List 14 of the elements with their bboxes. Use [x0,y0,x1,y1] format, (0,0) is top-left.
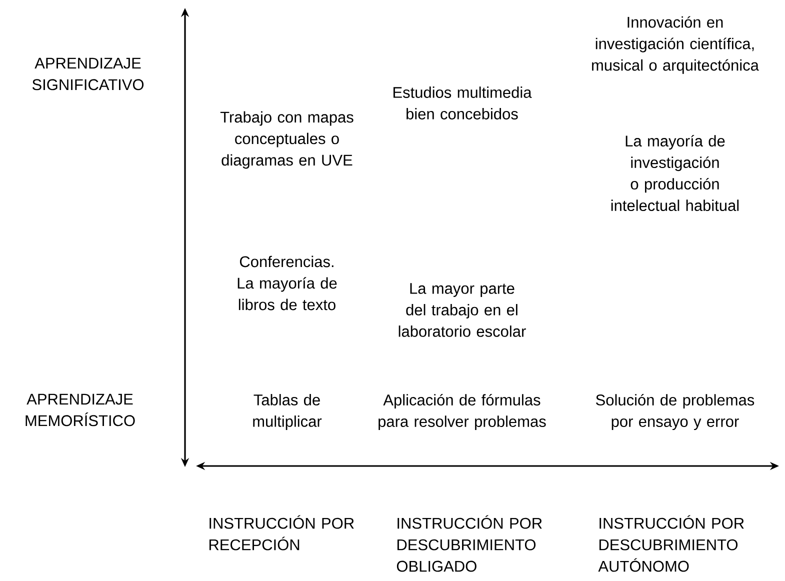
example-text: Trabajo con mapas conceptuales o diagramas en UVE [220,111,354,169]
example-text: La mayoría de investigación o producción intelectual habitual [611,134,739,212]
axis-label: INSTRUCCIÓN POR RECEPCIÓN [209,515,354,550]
example-text: Innovación en investigación científica, musical o arquitectónica [592,16,759,74]
example-text: Solución de problemas por ensayo y error [596,394,754,430]
axis-label: APRENDIZAJE MEMORÍSTICO [26,394,135,426]
example-text: Tablas de multiplicar [253,394,322,430]
example-text: Aplicación de fórmulas para resolver problemas [378,394,546,430]
axis-label: APRENDIZAJE SIGNIFICATIVO [32,58,144,90]
example-text: La mayor parte del trabajo en el laboratorio escolar [398,283,526,337]
axis-label: INSTRUCCIÓN POR DESCUBRIMIENTO OBLIGADO [396,515,542,572]
example-text: Conferencias. La mayoría de libros de texto [238,256,337,310]
axis-label: INSTRUCCIÓN POR DESCUBRIMIENTO AUTÓNOMO [598,515,744,572]
example-text: Estudios multimedia bien concebidos [394,86,532,120]
